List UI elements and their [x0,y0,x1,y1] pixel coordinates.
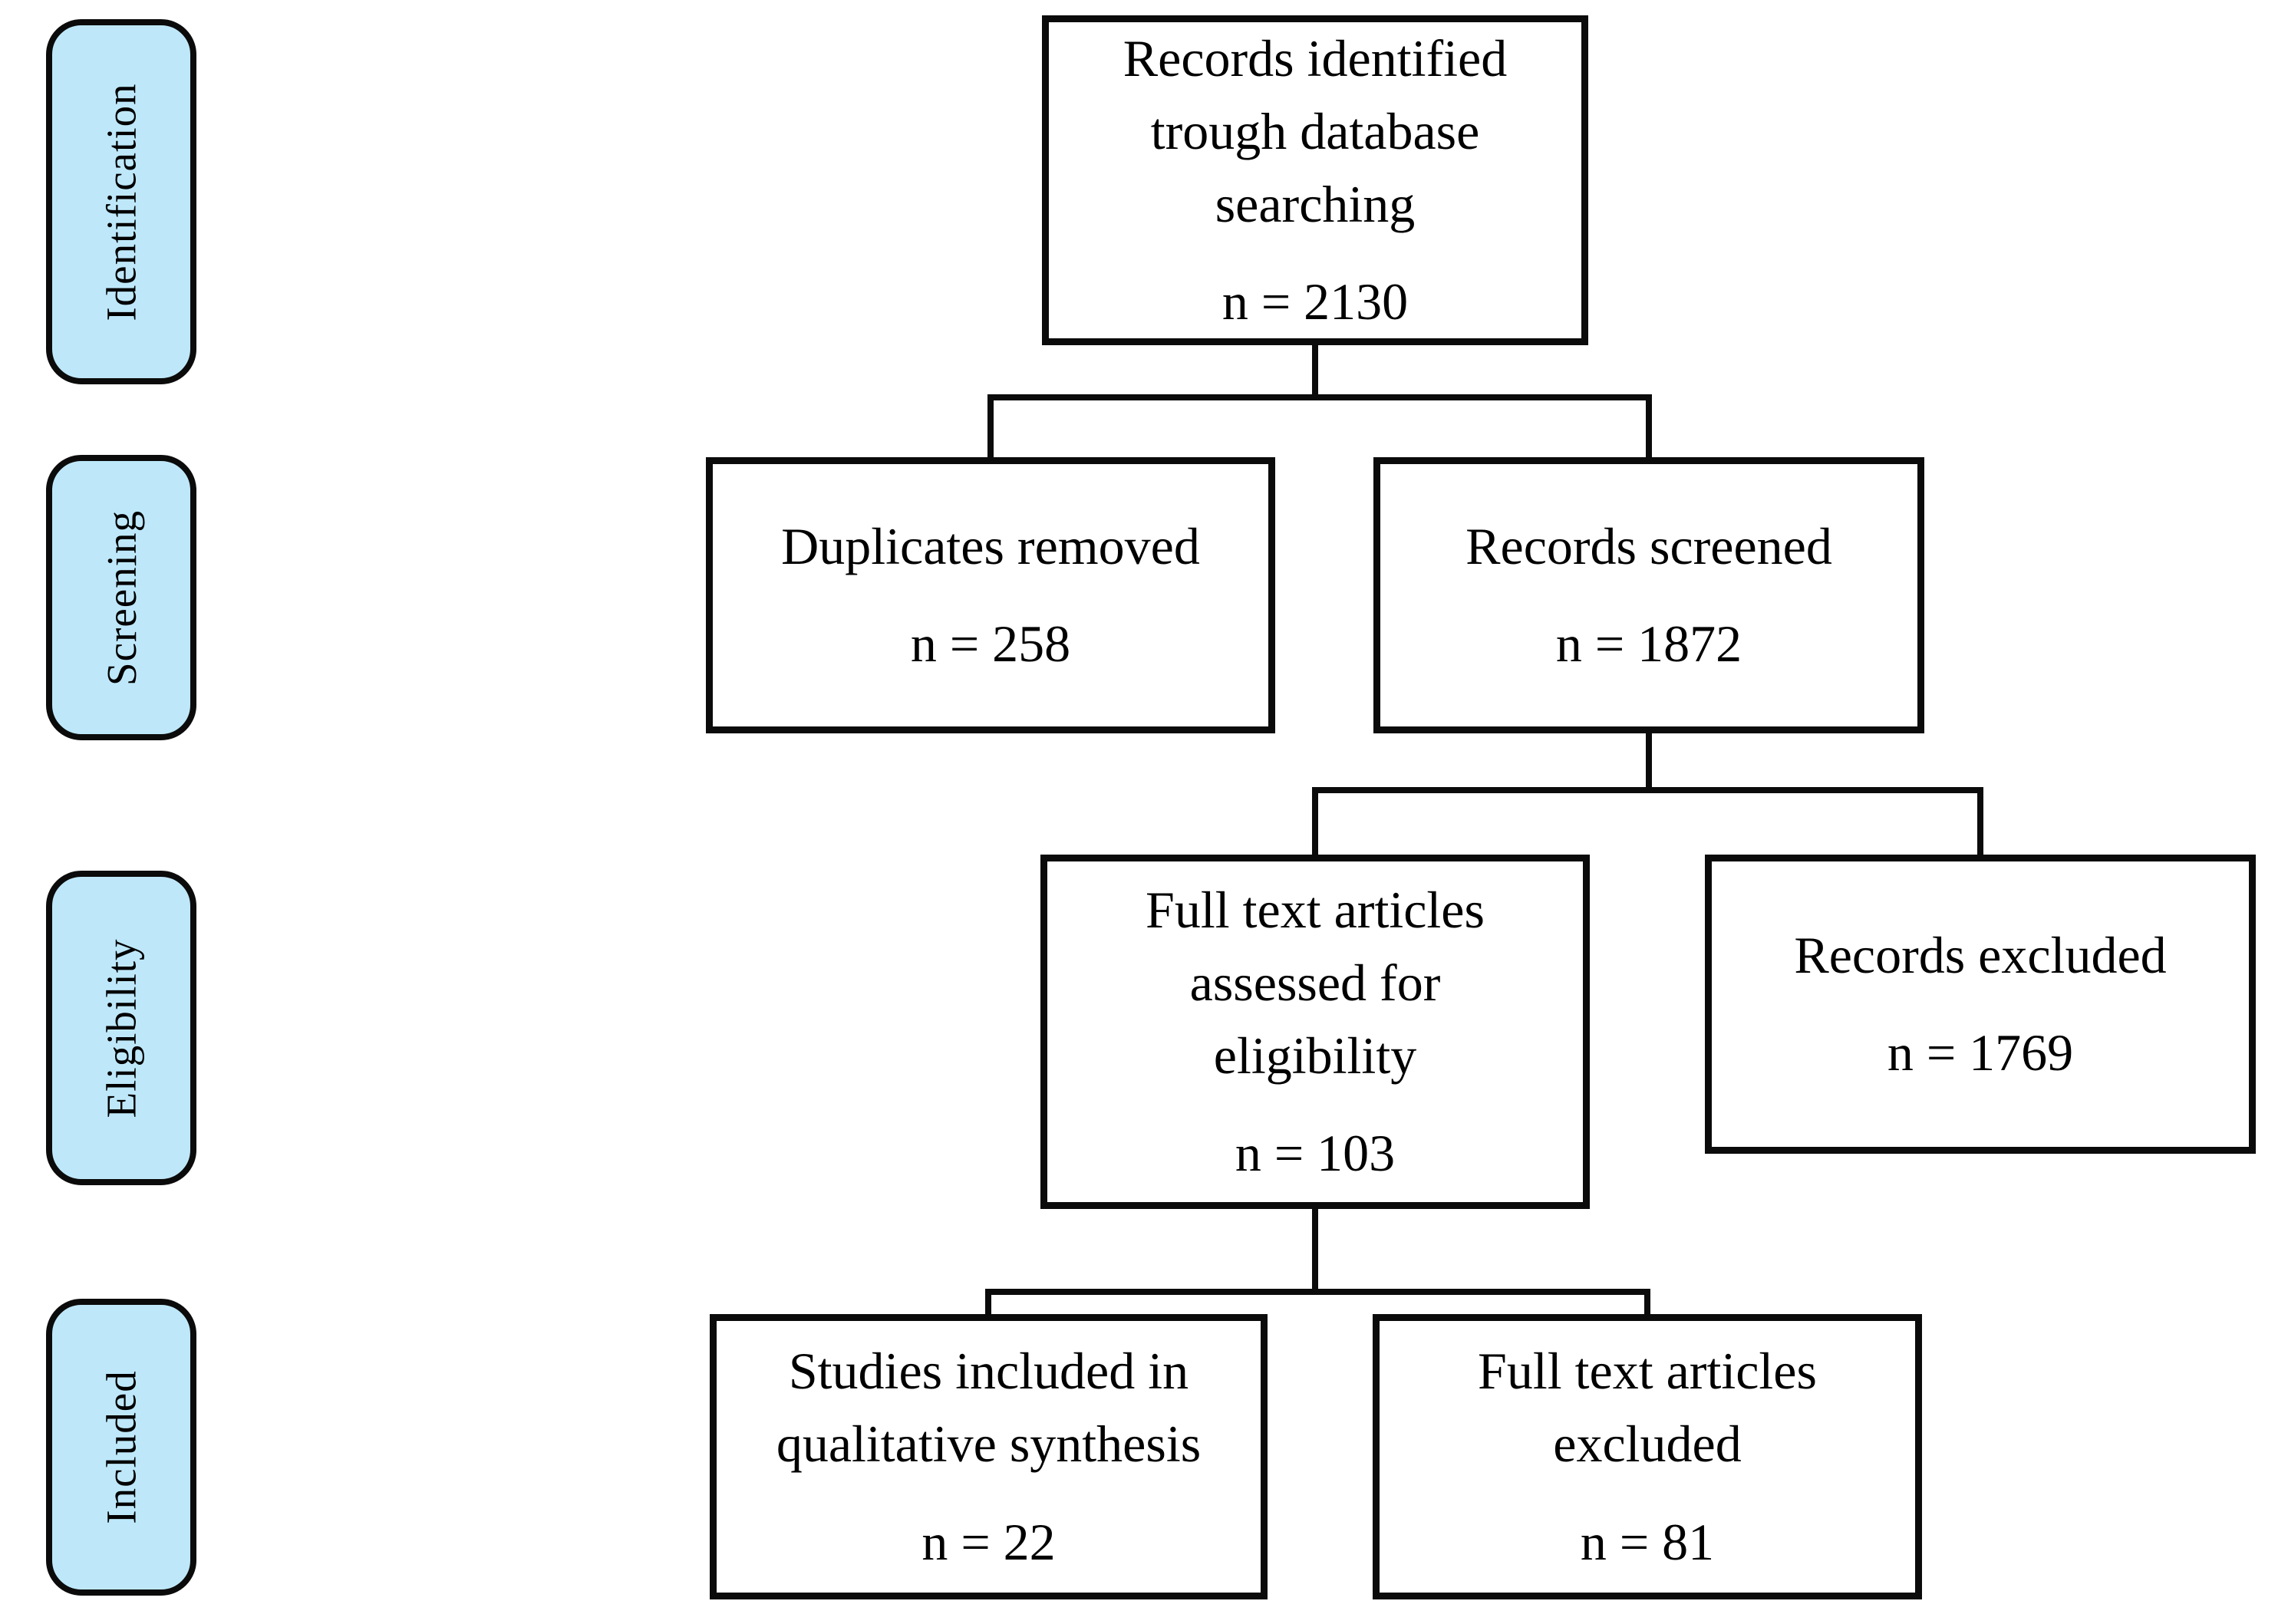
stage-included-label: Included [97,1370,145,1524]
box-full-text-excluded-line: excluded [1553,1415,1742,1474]
box-full-text-assessed: Full text articles assessed for eligibil… [1040,855,1590,1209]
connector [1646,733,1652,789]
box-full-text-excluded-count: n = 81 [1580,1512,1715,1571]
box-duplicates-removed-line: Duplicates removed [781,516,1200,575]
box-records-screened-line: Records screened [1465,516,1832,575]
box-records-excluded-count: n = 1769 [1887,1023,2074,1082]
box-records-screened-count: n = 1872 [1555,614,1742,673]
stage-screening: Screening [46,455,196,740]
box-records-excluded-line: Records excluded [1794,925,2167,984]
connector [985,1289,991,1316]
connector [985,1289,1650,1295]
stage-screening-label: Screening [97,509,145,686]
box-studies-included-line: qualitative synthesis [776,1415,1202,1474]
box-full-text-assessed-count: n = 103 [1235,1124,1396,1183]
stage-eligibility-label: Eligibility [97,937,145,1118]
box-full-text-excluded: Full text articles excluded n = 81 [1373,1314,1922,1599]
box-records-identified-line: trough database [1150,101,1480,160]
box-studies-included: Studies included in qualitative synthesi… [710,1314,1268,1599]
connector [987,394,994,459]
connector [987,394,1652,400]
connector [1977,787,1983,856]
box-records-identified: Records identified trough database searc… [1042,15,1588,345]
box-records-identified-line: searching [1215,175,1416,233]
box-full-text-assessed-line: assessed for [1189,953,1441,1012]
connector [1312,787,1983,793]
box-duplicates-removed-count: n = 258 [910,614,1071,673]
box-records-identified-count: n = 2130 [1221,272,1409,331]
stage-identification-label: Identification [97,82,145,321]
connector [1644,1289,1650,1316]
box-records-screened: Records screened n = 1872 [1373,457,1924,733]
box-full-text-assessed-line: Full text articles [1146,880,1485,939]
connector [1312,787,1318,856]
box-studies-included-line: Studies included in [788,1342,1189,1401]
box-records-excluded: Records excluded n = 1769 [1705,855,2256,1154]
box-full-text-assessed-line: eligibility [1213,1026,1417,1085]
connector [1646,394,1652,459]
stage-eligibility: Eligibility [46,871,196,1185]
stage-identification: Identification [46,19,196,384]
box-duplicates-removed: Duplicates removed n = 258 [706,457,1275,733]
box-full-text-excluded-line: Full text articles [1478,1342,1817,1401]
connector [1312,345,1318,400]
stage-included: Included [46,1299,196,1596]
box-records-identified-line: Records identified [1123,28,1508,87]
box-studies-included-count: n = 22 [921,1512,1056,1571]
connector [1312,1209,1318,1295]
